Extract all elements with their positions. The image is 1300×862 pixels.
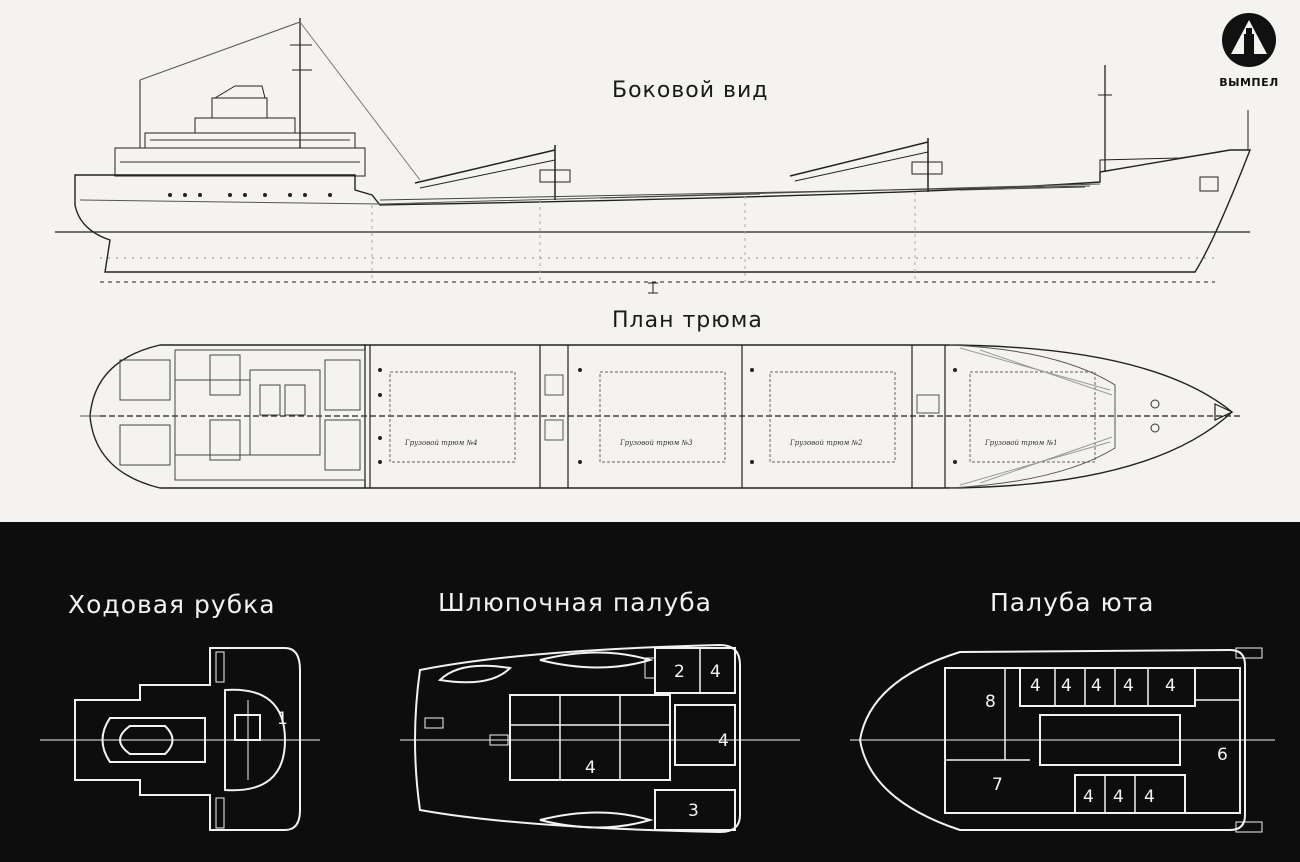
side-view-title: Боковой вид [612,78,769,103]
lighthouse-emblem-icon [1222,13,1276,67]
poop-room-8: 8 [985,692,996,712]
hold-1-label: Грузовой трюм №1 [984,439,1058,447]
hold-3-label: Грузовой трюм №3 [619,439,693,447]
boat-room-4c: 4 [585,758,596,778]
anchor-mark [1199,176,1219,192]
drawing-sheet [0,0,1300,522]
boat-deck-plan [414,643,741,834]
poop-room-4a: 4 [1030,676,1041,696]
poop-deck-title: Палуба юта [990,588,1155,617]
logo: ВЫМПЕЛ [1216,10,1282,94]
poop-room-4e: 4 [1165,676,1176,696]
ship-drawings: Грузовой трюм №4 Грузовой трюм №3 Грузов… [55,18,1252,489]
portholes [168,193,332,197]
hatch-4 [389,371,516,463]
hold-plan-title: План трюма [612,308,763,333]
poop-room-6: 6 [1217,745,1228,765]
hold-4-label: Грузовой трюм №4 [404,439,478,447]
poop-room-7: 7 [992,775,1003,795]
boat-room-4a: 4 [710,662,721,682]
boat-deck-title: Шлюпочная палуба [438,588,712,617]
boat-room-3: 3 [688,801,699,821]
deck-plans-panel [0,522,1300,862]
deck-crane-fwd [789,138,943,192]
poop-room-4g: 4 [1113,787,1124,807]
hatch-1 [969,371,1096,463]
wheelhouse-plan [74,647,301,831]
wheelhouse-room-1: 1 [277,709,288,729]
funnel [214,85,266,99]
hold-2-label: Грузовой трюм №2 [789,439,863,447]
poop-room-4d: 4 [1123,676,1134,696]
bow-tip [1214,403,1234,421]
logo-text: ВЫМПЕЛ [1219,76,1279,89]
poop-room-4b: 4 [1061,676,1072,696]
hatch-3 [599,371,726,463]
wheelhouse-title: Ходовая рубка [68,590,276,619]
boat-room-2: 2 [674,662,685,682]
hull-profile [74,149,1252,273]
boat-room-4b: 4 [718,731,729,751]
poop-room-4f: 4 [1083,787,1094,807]
poop-deck-plan [858,647,1263,833]
poop-room-4c: 4 [1091,676,1102,696]
engine-room-layout [119,349,366,481]
deck-crane-aft [414,145,571,200]
hatch-2 [769,371,896,463]
poop-room-4h: 4 [1144,787,1155,807]
